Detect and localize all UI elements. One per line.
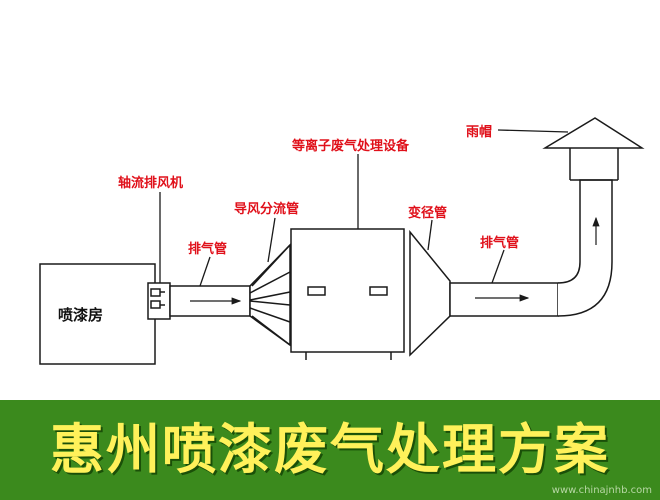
diagram-area: 喷漆房 轴流排风机 排气管 导风分流管 等离子废气处理设备 变径管 排气管 雨帽 [39,117,645,365]
leader-guide-pipe [267,217,276,263]
spray-booth [39,263,156,365]
process-diagram [39,117,645,365]
leader-reducer [427,219,433,251]
exhaust-pipe-right [449,282,559,317]
leader-exhaust-left [199,256,211,287]
exhaust-pipe-right-label: 排气管 [480,236,520,251]
reducer-pipe [409,229,451,357]
plasma-device-label: 等离子废气处理设备 [292,139,410,154]
rain-cap [542,117,645,149]
banner-title: 惠州喷漆废气处理方案 [50,417,610,481]
spray-booth-label: 喷漆房 [58,306,104,324]
leader-rain-cap [497,129,569,133]
rain-cap-label: 雨帽 [466,125,493,140]
vertical-stack [557,179,613,317]
title-banner: 惠州喷漆废气处理方案 www.chinajnhb.com [0,400,660,500]
reducer-label: 变径管 [408,206,448,221]
plasma-treatment-device [290,228,405,353]
leader-exhaust-right [491,249,505,284]
exhaust-pipe-left-label: 排气管 [188,242,228,257]
watermark: www.chinajnhb.com [551,485,652,496]
axial-fan-label: 轴流排风机 [118,176,184,191]
guide-pipe-label: 导风分流管 [234,202,300,217]
